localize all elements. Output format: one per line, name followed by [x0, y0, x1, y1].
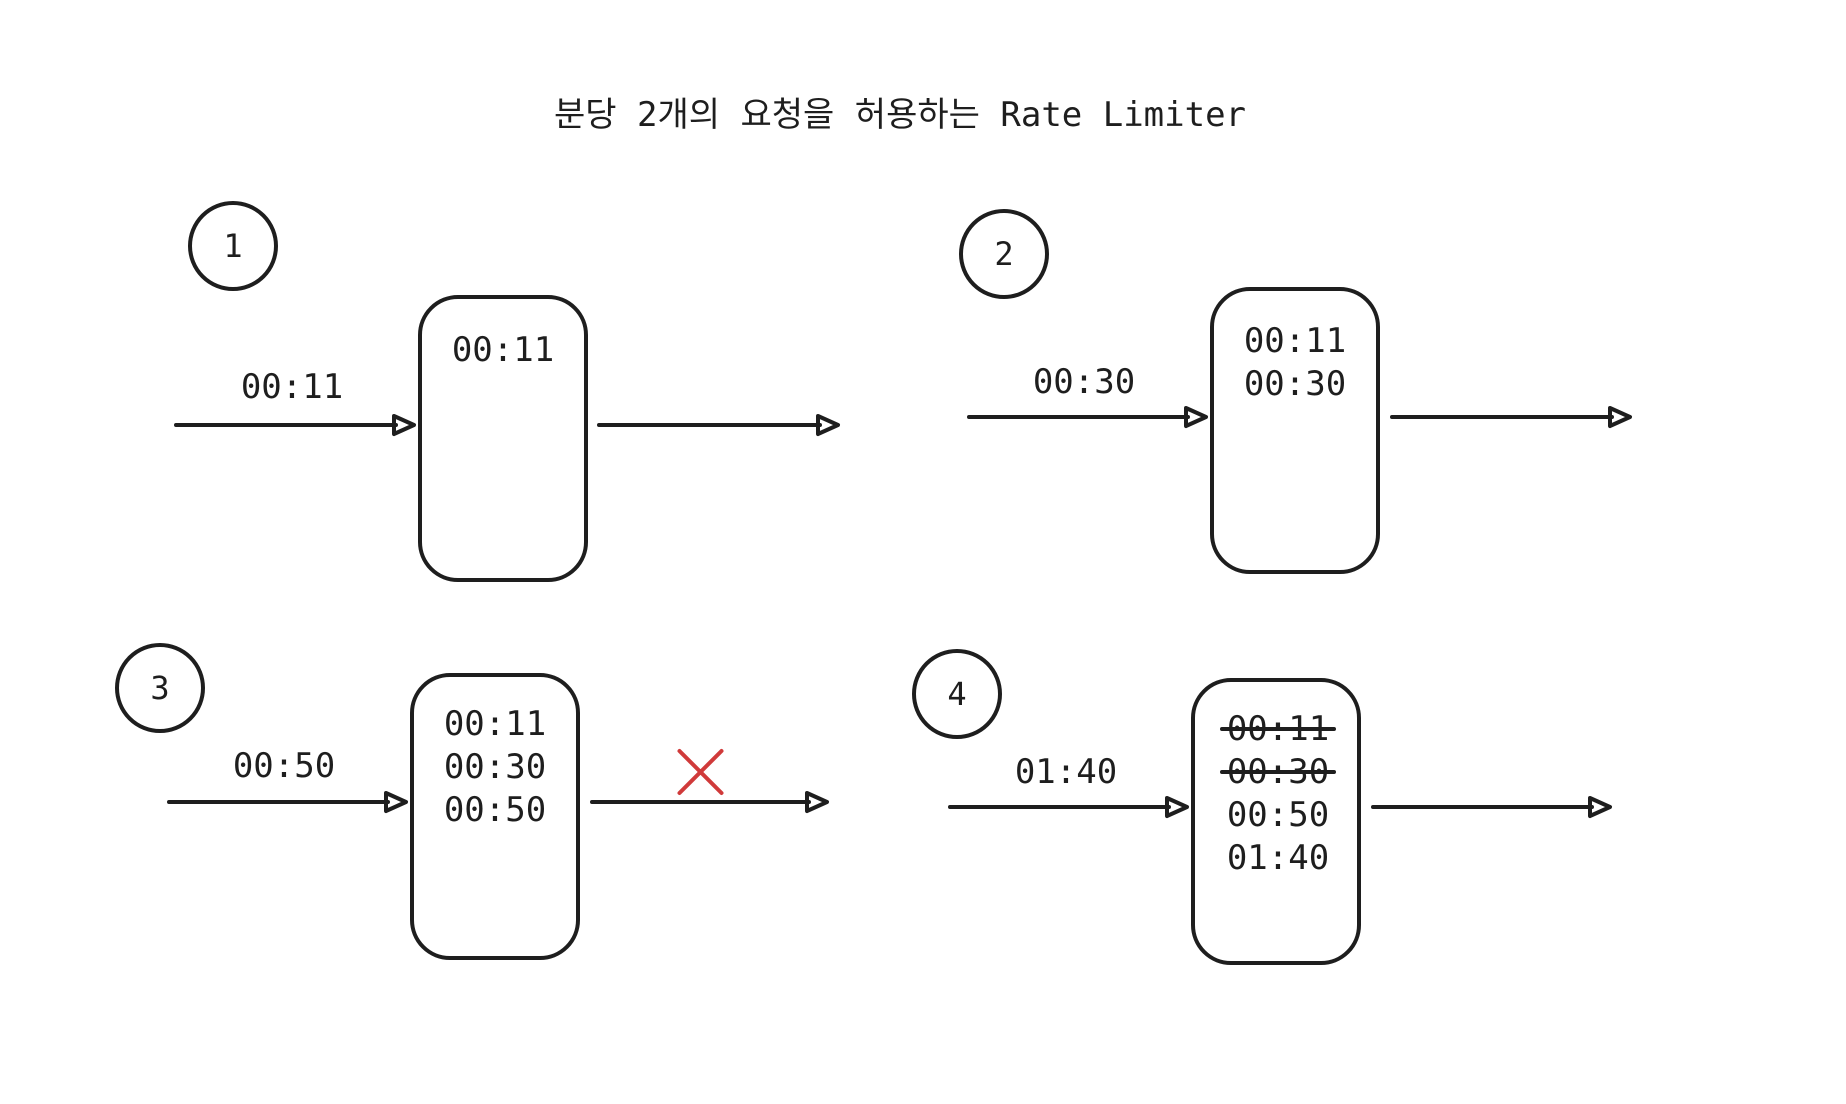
- outgoing-arrow-head: [1588, 796, 1612, 818]
- outgoing-arrow-head: [816, 414, 840, 436]
- timestamp-log-box: [1191, 678, 1361, 965]
- incoming-request-time: 00:30: [1033, 362, 1135, 402]
- step-badge-number: 2: [994, 235, 1013, 273]
- panel-step-1: 1 00:11 00:11: [174, 201, 840, 582]
- outgoing-arrow-head: [1608, 406, 1632, 428]
- log-entry: 00:30: [444, 747, 546, 787]
- incoming-arrow-head: [384, 791, 408, 813]
- step-badge-number: 4: [947, 675, 966, 713]
- log-entry: 00:11: [444, 704, 546, 744]
- log-entry: 00:30: [1244, 364, 1346, 404]
- timestamp-log-box: [1210, 287, 1380, 574]
- step-badge-circle: [912, 649, 1002, 739]
- step-badge-circle: [959, 209, 1049, 299]
- diagram-title: 분당 2개의 요청을 허용하는 Rate Limiter: [554, 95, 1246, 135]
- incoming-request-time: 00:11: [241, 367, 343, 407]
- timestamp-log-box: [418, 295, 588, 582]
- incoming-request-time: 00:50: [233, 746, 335, 786]
- incoming-request-time: 01:40: [1015, 752, 1117, 792]
- step-badge-number: 1: [223, 227, 242, 265]
- step-badge-circle: [115, 643, 205, 733]
- incoming-arrow-head: [1184, 406, 1208, 428]
- outgoing-arrow-head: [805, 791, 829, 813]
- panels: 100:1100:11200:3000:1100:30300:5000:1100…: [115, 201, 1632, 965]
- log-entry: 00:11: [452, 330, 554, 370]
- log-entry: 00:50: [444, 790, 546, 830]
- log-entry: 01:40: [1227, 838, 1329, 878]
- log-entry: 00:50: [1227, 795, 1329, 835]
- step-badge-number: 3: [150, 669, 169, 707]
- timestamp-log-box: [410, 673, 580, 960]
- log-entry: 00:11: [1244, 321, 1346, 361]
- step-badge-circle: [188, 201, 278, 291]
- rejected-x-icon: [677, 749, 724, 795]
- incoming-arrow-head: [392, 414, 416, 436]
- incoming-arrow-head: [1165, 796, 1189, 818]
